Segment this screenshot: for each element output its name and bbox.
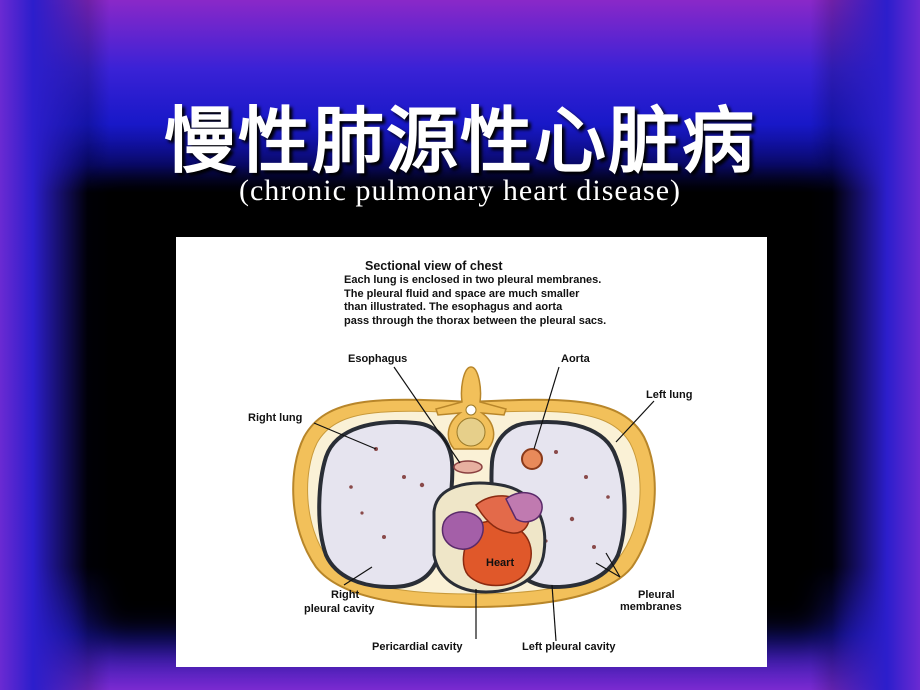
label-right-lung: Right lung [248,412,303,424]
slide-title: 慢性肺源性心脏病 [163,99,756,183]
label-pleural-membranes-1: Pleural [638,589,675,601]
label-right-pleural-1: Right [331,589,360,601]
caption-line: Each lung is enclosed in two pleural mem… [344,274,602,286]
label-left-lung: Left lung [646,389,693,401]
right-lung-shape [317,420,455,590]
label-right-pleural-2: pleural cavity [304,603,375,615]
label-aorta: Aorta [561,353,590,365]
background-left-glow [0,0,110,690]
chest-section-figure: Sectional view of chest Each lung is enc… [176,237,767,667]
figure-heading: Sectional view of chest [365,259,503,273]
figure-caption: Each lung is enclosed in two pleural mem… [344,274,764,328]
label-esophagus: Esophagus [348,353,408,365]
esophagus-shape [453,460,483,474]
background-right-glow [810,0,920,690]
slide-subtitle: (chronic pulmonary heart disease) [239,174,681,207]
aorta-shape [521,448,543,470]
label-pericardial-cavity: Pericardial cavity [372,641,463,653]
label-left-pleural-cavity: Left pleural cavity [522,641,616,653]
caption-line: pass through the thorax between the pleu… [344,314,607,327]
chest-cross-section-illustration [292,366,656,642]
label-heart: Heart [486,557,515,569]
label-pleural-membranes-2: membranes [620,601,682,613]
caption-line: The pleural fluid and space are much sma… [344,287,580,300]
caption-line: than illustrated. The esophagus and aort… [344,301,563,313]
